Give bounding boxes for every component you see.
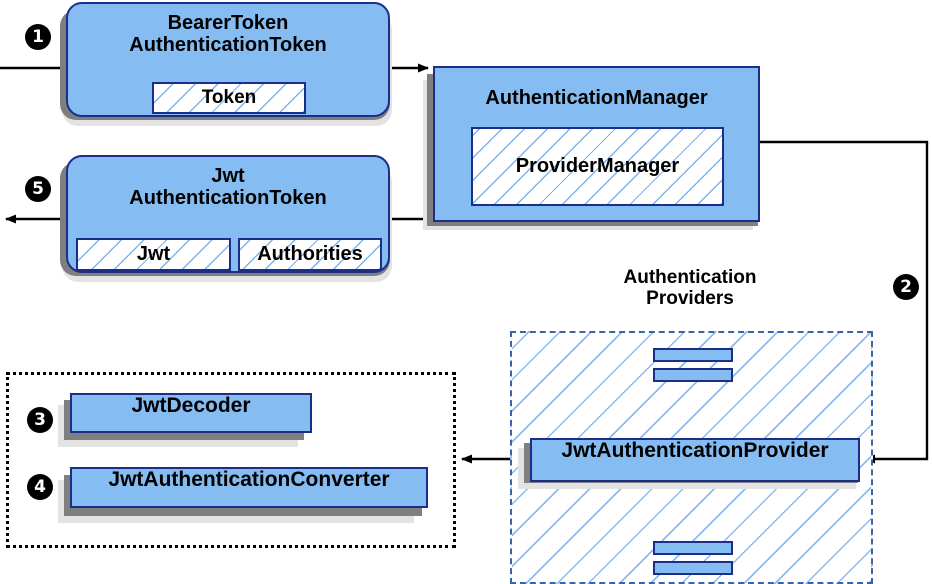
node-bearer-token-authentication-token[interactable]: BearerToken AuthenticationToken Token bbox=[66, 2, 390, 117]
node-authentication-manager[interactable]: AuthenticationManager ProviderManager bbox=[433, 66, 760, 222]
node-jwt-authentication-converter[interactable]: JwtAuthenticationConverter bbox=[70, 467, 428, 508]
jwt-authentication-provider-label: JwtAuthenticationProvider bbox=[561, 439, 829, 462]
bearer-token-inner-token-label: Token bbox=[201, 87, 257, 108]
step-badge-4: 4 bbox=[27, 474, 53, 500]
bearer-token-label: BearerToken AuthenticationToken bbox=[129, 12, 327, 56]
node-jwt-authentication-provider[interactable]: JwtAuthenticationProvider bbox=[530, 438, 860, 482]
node-jwt-decoder[interactable]: JwtDecoder bbox=[70, 393, 312, 433]
jwt-support-group bbox=[6, 372, 456, 548]
provider-stack-bottom-bar-1 bbox=[653, 541, 733, 555]
jwt-token-inner-authorities: Authorities bbox=[238, 238, 382, 271]
step-badge-3: 3 bbox=[27, 407, 53, 433]
authentication-manager-inner-provider-manager: ProviderManager bbox=[471, 127, 724, 206]
jwt-token-inner-jwt-label: Jwt bbox=[136, 243, 171, 265]
jwt-decoder-label: JwtDecoder bbox=[131, 394, 251, 417]
provider-stack-top-bar-2 bbox=[653, 368, 733, 382]
jwt-authentication-converter-label: JwtAuthenticationConverter bbox=[108, 468, 390, 491]
authentication-manager-label: AuthenticationManager bbox=[485, 87, 708, 109]
step-badge-5: 5 bbox=[25, 176, 51, 202]
bearer-token-inner-token: Token bbox=[152, 82, 306, 114]
jwt-token-inner-jwt: Jwt bbox=[76, 238, 231, 271]
connector-manager-to-provider bbox=[760, 140, 929, 464]
provider-manager-label: ProviderManager bbox=[515, 155, 680, 177]
node-jwt-authentication-token[interactable]: Jwt AuthenticationToken Jwt Authorities bbox=[66, 155, 390, 273]
authentication-providers-caption: Authentication Providers bbox=[623, 267, 757, 309]
provider-stack-top-bar-1 bbox=[653, 348, 733, 362]
jwt-token-inner-authorities-label: Authorities bbox=[257, 243, 363, 265]
jwt-authentication-token-label: Jwt AuthenticationToken bbox=[129, 165, 327, 209]
provider-stack-bottom-bar-2 bbox=[653, 561, 733, 575]
step-badge-2: 2 bbox=[893, 274, 919, 300]
step-badge-1: 1 bbox=[25, 24, 51, 50]
